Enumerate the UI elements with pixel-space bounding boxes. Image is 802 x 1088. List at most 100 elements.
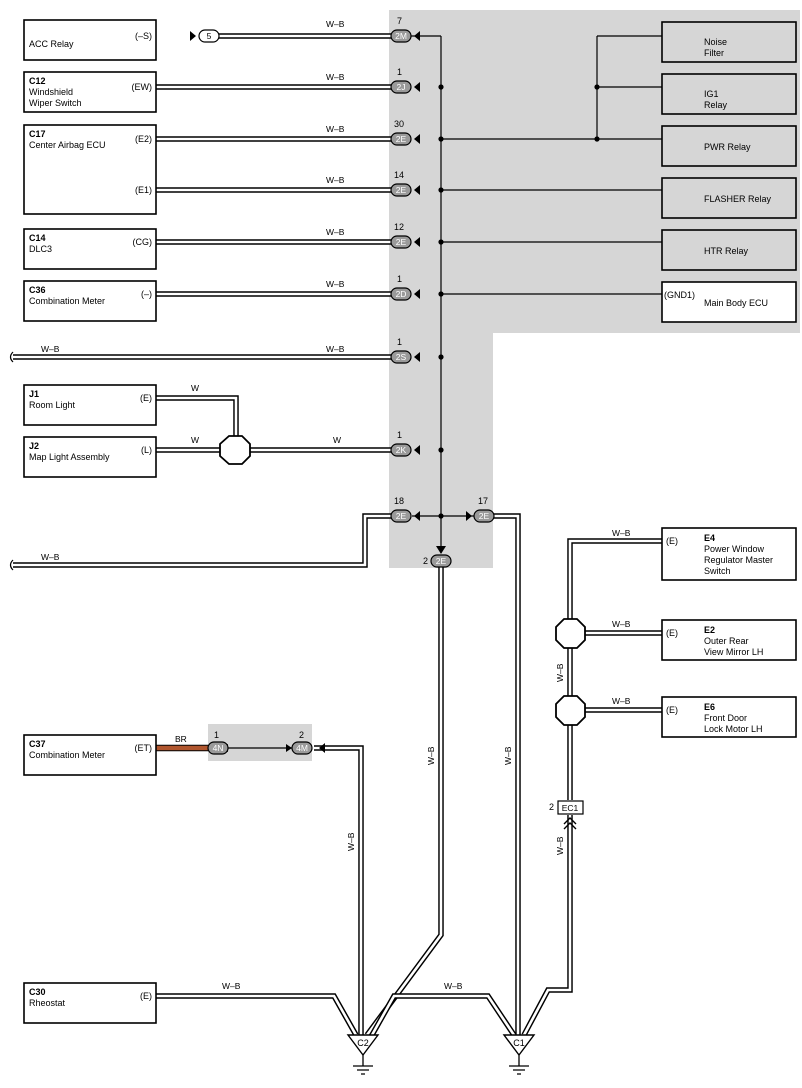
c17-pin1: (E2) bbox=[135, 134, 152, 144]
c17-name: Center Airbag ECU bbox=[29, 140, 106, 150]
svg-text:1: 1 bbox=[214, 730, 219, 740]
wires bbox=[13, 33, 664, 1037]
c30-box bbox=[23, 982, 157, 1024]
c30-name: Rheostat bbox=[29, 998, 66, 1008]
j1-code: J1 bbox=[29, 389, 39, 399]
ig1-relay-name2: Relay bbox=[704, 100, 728, 110]
flasher-relay-box bbox=[661, 177, 797, 219]
svg-text:2E: 2E bbox=[396, 134, 407, 144]
svg-text:C2: C2 bbox=[357, 1038, 369, 1048]
pwr-relay-name: PWR Relay bbox=[704, 142, 751, 152]
svg-text:W–B: W–B bbox=[555, 836, 565, 855]
connector-2m: 7 2M bbox=[390, 16, 412, 43]
e4-name3: Switch bbox=[704, 566, 731, 576]
svg-text:W–B: W–B bbox=[326, 344, 345, 354]
svg-text:4N: 4N bbox=[213, 743, 224, 753]
svg-text:1: 1 bbox=[397, 274, 402, 284]
e6-box bbox=[661, 696, 797, 738]
c36-box bbox=[23, 280, 157, 322]
connector-2j: 1 2J bbox=[390, 67, 412, 94]
e2-name1: Outer Rear bbox=[704, 636, 749, 646]
e2-code: E2 bbox=[704, 625, 715, 635]
connector-4n: 1 4N bbox=[207, 730, 229, 755]
svg-text:W–B: W–B bbox=[326, 175, 345, 185]
c37-name: Combination Meter bbox=[29, 750, 105, 760]
svg-text:2E: 2E bbox=[396, 185, 407, 195]
svg-text:BR: BR bbox=[175, 734, 187, 744]
splice-point-e-upper bbox=[555, 618, 586, 649]
svg-text:W–B: W–B bbox=[555, 663, 565, 682]
svg-text:W–B: W–B bbox=[346, 832, 356, 851]
c17-box bbox=[23, 124, 157, 215]
j1-name: Room Light bbox=[29, 400, 76, 410]
c14-pin: (CG) bbox=[133, 237, 153, 247]
svg-text:1: 1 bbox=[397, 430, 402, 440]
svg-text:W–B: W–B bbox=[426, 746, 436, 765]
svg-text:W–B: W–B bbox=[503, 746, 513, 765]
c30-code: C30 bbox=[29, 987, 46, 997]
svg-text:W–B: W–B bbox=[612, 696, 631, 706]
acc-relay-label: ACC Relay bbox=[29, 39, 74, 49]
j2-code: J2 bbox=[29, 441, 39, 451]
c12-name2: Wiper Switch bbox=[29, 98, 82, 108]
connector-2e-30: 30 2E bbox=[390, 119, 412, 146]
svg-text:2D: 2D bbox=[396, 289, 407, 299]
main-body-ecu-pin: (GND1) bbox=[664, 290, 695, 300]
main-body-ecu-box bbox=[661, 281, 797, 323]
ground-c1: C1 bbox=[502, 1034, 536, 1075]
connector-2e-17: 17 2E bbox=[473, 496, 495, 523]
j2-pin: (L) bbox=[141, 445, 152, 455]
svg-text:W–B: W–B bbox=[41, 552, 60, 562]
svg-text:W: W bbox=[333, 435, 341, 445]
connector-2e-12: 12 2E bbox=[390, 222, 412, 249]
e2-name2: View Mirror LH bbox=[704, 647, 763, 657]
c14-name: DLC3 bbox=[29, 244, 52, 254]
c12-code: C12 bbox=[29, 76, 46, 86]
c12-name1: Windshield bbox=[29, 87, 73, 97]
svg-text:2M: 2M bbox=[395, 31, 407, 41]
connector-2s: 1 2S bbox=[390, 337, 412, 364]
svg-text:W–B: W–B bbox=[326, 227, 345, 237]
acc-relay-box bbox=[23, 19, 157, 61]
ig1-relay-name1: IG1 bbox=[704, 89, 719, 99]
svg-text:W–B: W–B bbox=[326, 124, 345, 134]
svg-text:2E: 2E bbox=[479, 511, 490, 521]
c14-code: C14 bbox=[29, 233, 46, 243]
svg-text:W–B: W–B bbox=[326, 72, 345, 82]
svg-text:17: 17 bbox=[478, 496, 488, 506]
svg-text:EC1: EC1 bbox=[562, 803, 579, 813]
svg-text:18: 18 bbox=[394, 496, 404, 506]
svg-text:2: 2 bbox=[423, 556, 428, 566]
svg-text:2E: 2E bbox=[396, 237, 407, 247]
e2-box bbox=[661, 619, 797, 661]
svg-text:1: 1 bbox=[397, 337, 402, 347]
svg-text:W–B: W–B bbox=[326, 19, 345, 29]
svg-text:W: W bbox=[191, 383, 199, 393]
e6-name2: Lock Motor LH bbox=[704, 724, 763, 734]
ig1-relay-box bbox=[661, 73, 797, 115]
connector-4m: 2 4M bbox=[291, 730, 313, 755]
c30-pin: (E) bbox=[140, 991, 152, 1001]
htr-relay-name: HTR Relay bbox=[704, 246, 749, 256]
c14-box bbox=[23, 228, 157, 270]
htr-relay-box bbox=[661, 229, 797, 271]
j1-pin: (E) bbox=[140, 393, 152, 403]
acc-relay-pin: (–S) bbox=[135, 31, 152, 41]
e6-pin: (E) bbox=[666, 705, 678, 715]
c36-pin: (–) bbox=[141, 289, 152, 299]
c17-code: C17 bbox=[29, 129, 46, 139]
connector-2e-2: 2 2E bbox=[423, 554, 452, 568]
connector-2k: 1 2K bbox=[390, 430, 412, 457]
c12-pin: (EW) bbox=[132, 82, 153, 92]
c12-box bbox=[23, 71, 157, 113]
main-body-ecu-name: Main Body ECU bbox=[704, 298, 768, 308]
svg-text:W–B: W–B bbox=[444, 981, 463, 991]
splice-point-e-lower bbox=[555, 695, 586, 726]
pwr-relay-box bbox=[661, 125, 797, 167]
noise-filter-name2: Filter bbox=[704, 48, 724, 58]
e4-pin: (E) bbox=[666, 536, 678, 546]
svg-text:C1: C1 bbox=[513, 1038, 525, 1048]
noise-filter-name1: Noise bbox=[704, 37, 727, 47]
e4-name2: Regulator Master bbox=[704, 555, 773, 565]
